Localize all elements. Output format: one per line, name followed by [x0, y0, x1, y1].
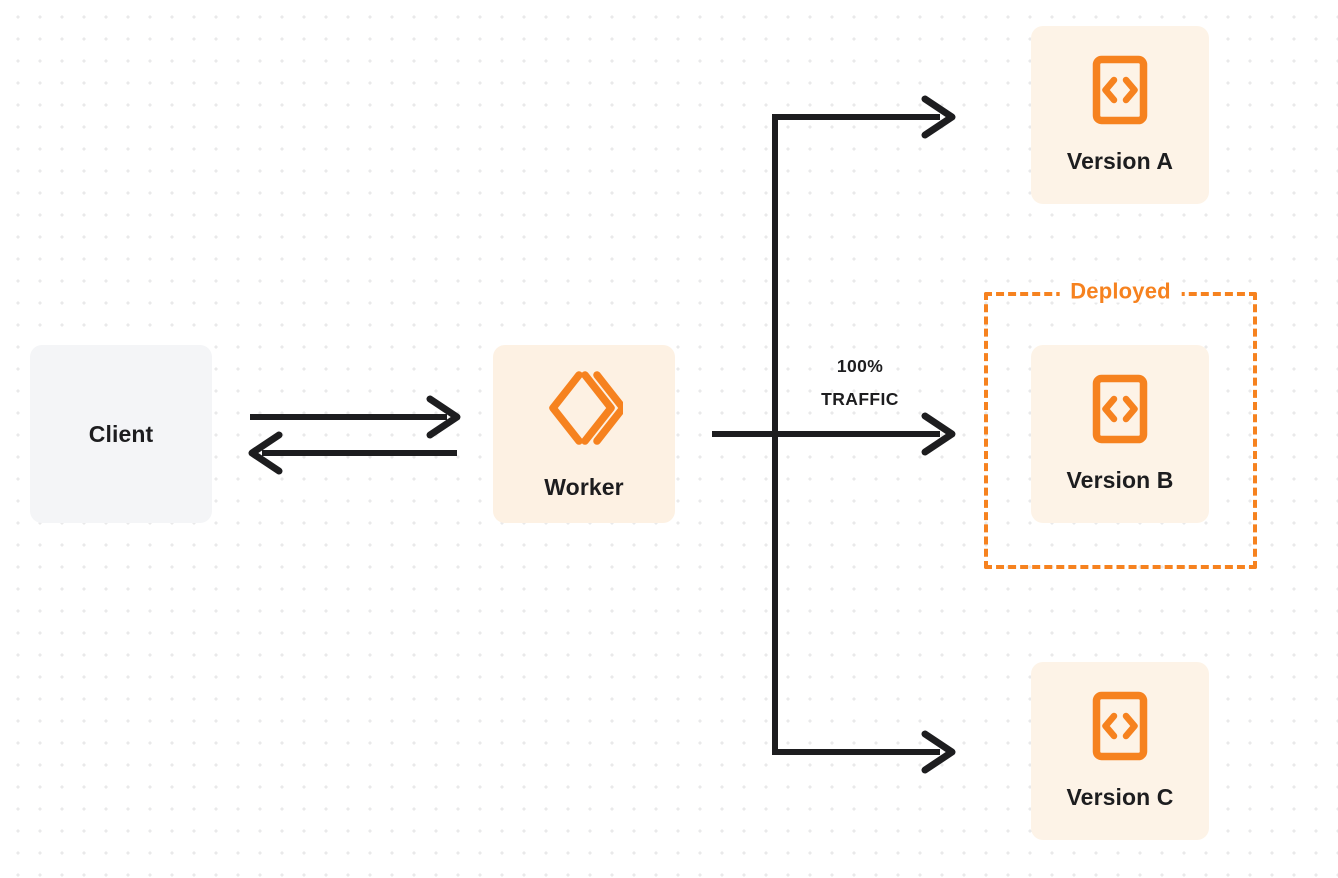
edge-trunk-to-version-a — [772, 95, 956, 139]
node-client-label: Client — [88, 420, 154, 447]
traffic-label: 100% TRAFFIC — [790, 350, 930, 417]
node-worker[interactable]: Worker — [493, 345, 675, 523]
edge-trunk-to-version-b — [775, 412, 956, 456]
edge-worker-to-client — [248, 431, 457, 475]
node-version-b-label: Version B — [1066, 467, 1174, 493]
traffic-caption: TRAFFIC — [821, 389, 899, 410]
node-version-a-label: Version A — [1066, 148, 1174, 174]
arrow-left-icon — [248, 431, 283, 475]
arrow-right-icon — [921, 95, 956, 139]
deployed-group-boundary: Deployed — [984, 280, 1257, 569]
node-version-a[interactable]: Version A — [1031, 26, 1209, 204]
code-file-icon — [1092, 374, 1148, 449]
edge-trunk-to-version-c — [772, 730, 956, 774]
node-version-c-label: Version C — [1066, 784, 1174, 810]
node-version-b[interactable]: Version B — [1031, 345, 1209, 523]
node-worker-label: Worker — [544, 474, 624, 500]
traffic-percent-value: 100% — [836, 356, 884, 376]
arrow-right-icon — [426, 395, 461, 439]
code-file-icon — [1092, 55, 1148, 130]
cloudflare-workers-logo-icon — [545, 367, 627, 454]
code-file-icon — [1092, 691, 1148, 766]
arrow-right-icon — [921, 730, 956, 774]
deployed-group-label: Deployed — [1059, 280, 1182, 303]
node-client[interactable]: Client — [30, 345, 212, 523]
arrow-right-icon — [921, 412, 956, 456]
node-version-c[interactable]: Version C — [1031, 662, 1209, 840]
edge-client-to-worker — [250, 395, 461, 439]
